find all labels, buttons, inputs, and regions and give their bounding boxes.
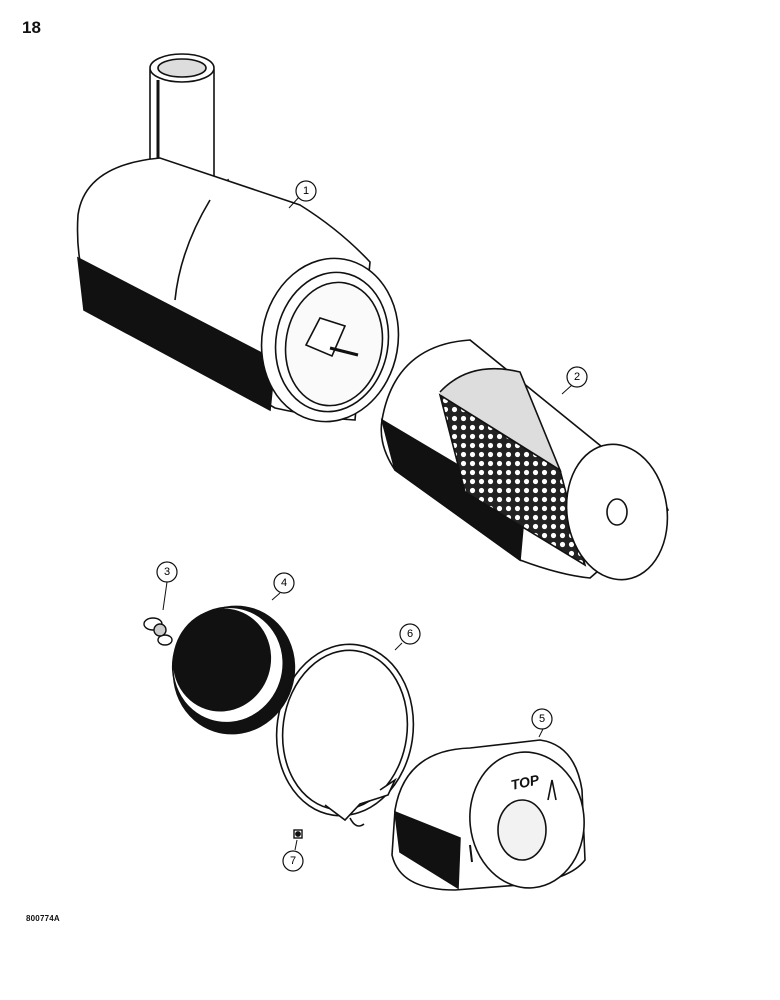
page-number: 18	[22, 18, 41, 37]
cover: TOP	[391, 739, 586, 891]
callout-3: 3	[156, 561, 178, 611]
nut	[293, 829, 303, 839]
wing-nut	[143, 617, 173, 646]
secondary-element	[171, 605, 296, 735]
figure-code: 800774A	[26, 914, 60, 923]
callout-1: 1	[288, 180, 317, 209]
callout-6-label: 6	[407, 628, 413, 640]
callout-1-label: 1	[303, 185, 309, 197]
callout-3-label: 3	[164, 566, 170, 578]
cover-top-marking: TOP	[509, 771, 541, 793]
callout-4-label: 4	[281, 577, 287, 589]
callout-5-label: 5	[539, 713, 545, 725]
callout-5: 5	[531, 708, 553, 738]
callout-4: 4	[271, 572, 295, 601]
callout-2-label: 2	[574, 371, 580, 383]
callout-7: 7	[282, 839, 304, 872]
primary-filter-element	[380, 339, 669, 581]
air-cleaner-housing	[76, 53, 400, 423]
callout-7-label: 7	[290, 855, 296, 867]
callout-6: 6	[394, 623, 421, 651]
band-clamp	[275, 643, 415, 827]
callout-2: 2	[561, 366, 588, 395]
